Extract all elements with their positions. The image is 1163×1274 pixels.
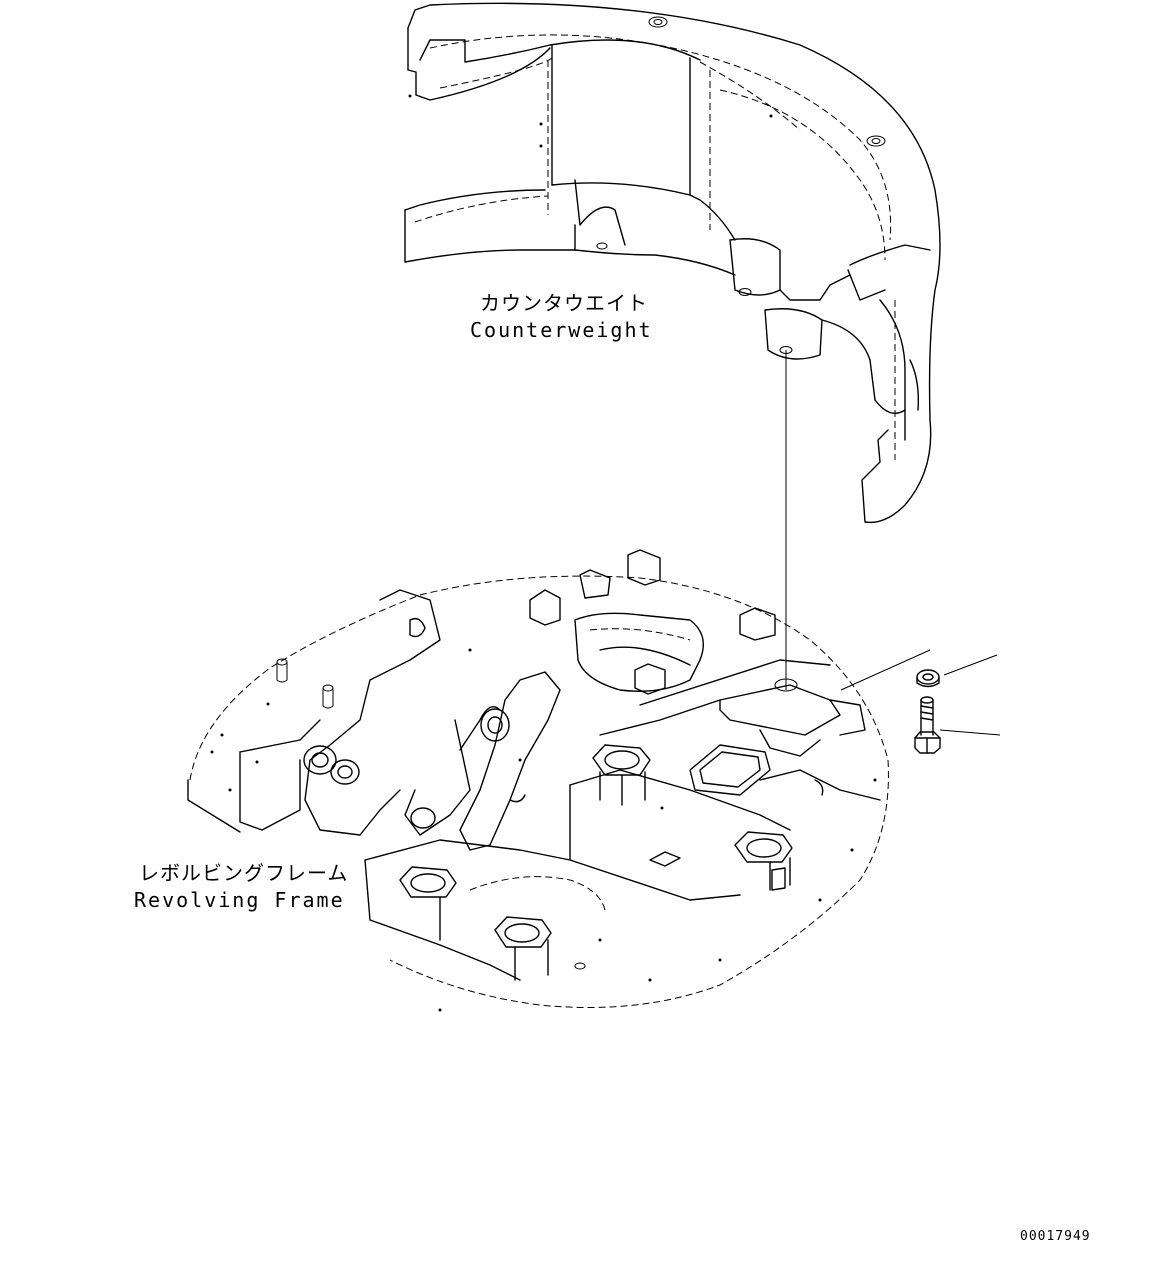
bolt xyxy=(914,696,941,754)
counterweight-label-en: Counterweight xyxy=(470,318,653,342)
washer xyxy=(916,669,940,688)
figure-number: 00017949 xyxy=(1020,1229,1091,1244)
washer-callout-line xyxy=(943,654,998,676)
bolt-callout-line xyxy=(939,729,1001,736)
revolving-frame-label-en: Revolving Frame xyxy=(134,888,345,912)
washer-leader-line xyxy=(840,649,931,691)
counterweight-label-jp: カウンタウエイト xyxy=(480,291,648,315)
washer-and-bolt xyxy=(840,649,1001,754)
revolving-frame-drawing xyxy=(187,549,889,1012)
counterweight-drawing xyxy=(404,2,941,524)
revolving-frame-label-jp: レボルビングフレーム xyxy=(139,861,349,885)
